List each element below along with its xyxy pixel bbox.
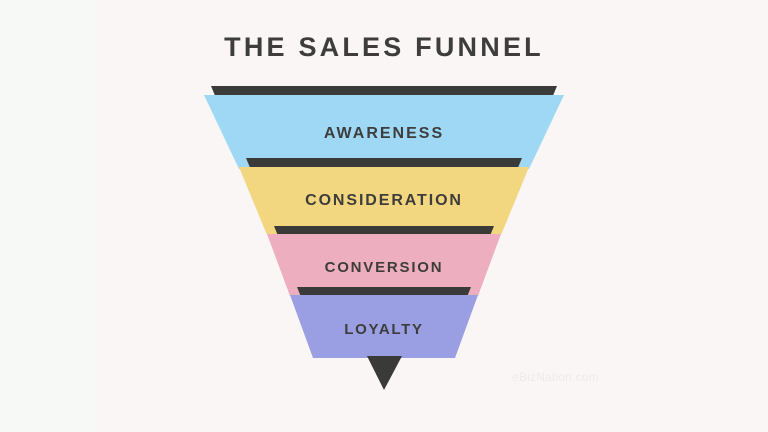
funnel-stage-awareness-shape[interactable]	[0, 95, 768, 169]
watermark: eBizNation.com	[512, 370, 599, 384]
funnel-stage-loyalty-shape[interactable]	[0, 295, 768, 358]
funnel-stage-consideration-shape[interactable]	[0, 167, 768, 235]
funnel-stage-conversion-shape[interactable]	[0, 234, 768, 296]
background-left-band	[0, 0, 97, 432]
page-title: THE SALES FUNNEL	[224, 32, 544, 62]
funnel-tip	[367, 356, 402, 390]
